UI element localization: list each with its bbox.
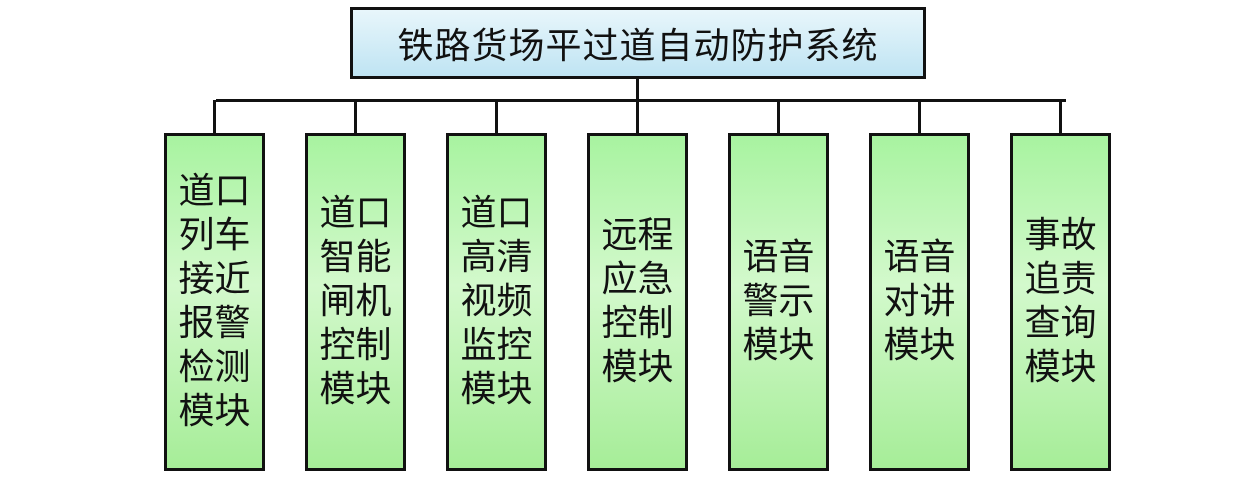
module-label: 事故追责查询模块	[1024, 215, 1097, 388]
module-label: 道口列车接近报警检测模块	[178, 171, 251, 432]
root-node-label: 铁路货场平过道自动防护系统	[397, 26, 879, 67]
connector-vertical	[777, 100, 780, 134]
connector-vertical	[495, 100, 498, 134]
connector-vertical	[213, 100, 216, 134]
module-node: 道口列车接近报警检测模块	[164, 133, 265, 471]
module-label: 语音警示模块	[742, 237, 815, 366]
module-node: 语音警示模块	[728, 133, 829, 471]
module-label: 道口智能闸机控制模块	[319, 193, 392, 410]
module-node: 语音对讲模块	[869, 133, 970, 471]
root-node-system: 铁路货场平过道自动防护系统	[350, 7, 926, 79]
module-node: 道口智能闸机控制模块	[305, 133, 406, 471]
connector-root-vertical	[636, 78, 639, 102]
module-label: 道口高清视频监控模块	[460, 193, 533, 410]
module-node: 远程应急控制模块	[587, 133, 688, 471]
connector-vertical	[1059, 100, 1062, 134]
connector-vertical	[918, 100, 921, 134]
module-label: 远程应急控制模块	[601, 215, 674, 388]
module-node: 道口高清视频监控模块	[446, 133, 547, 471]
module-node: 事故追责查询模块	[1010, 133, 1111, 471]
module-label: 语音对讲模块	[883, 237, 956, 366]
connector-vertical	[354, 100, 357, 134]
connector-horizontal-bus	[216, 99, 1066, 102]
connector-vertical	[636, 100, 639, 134]
